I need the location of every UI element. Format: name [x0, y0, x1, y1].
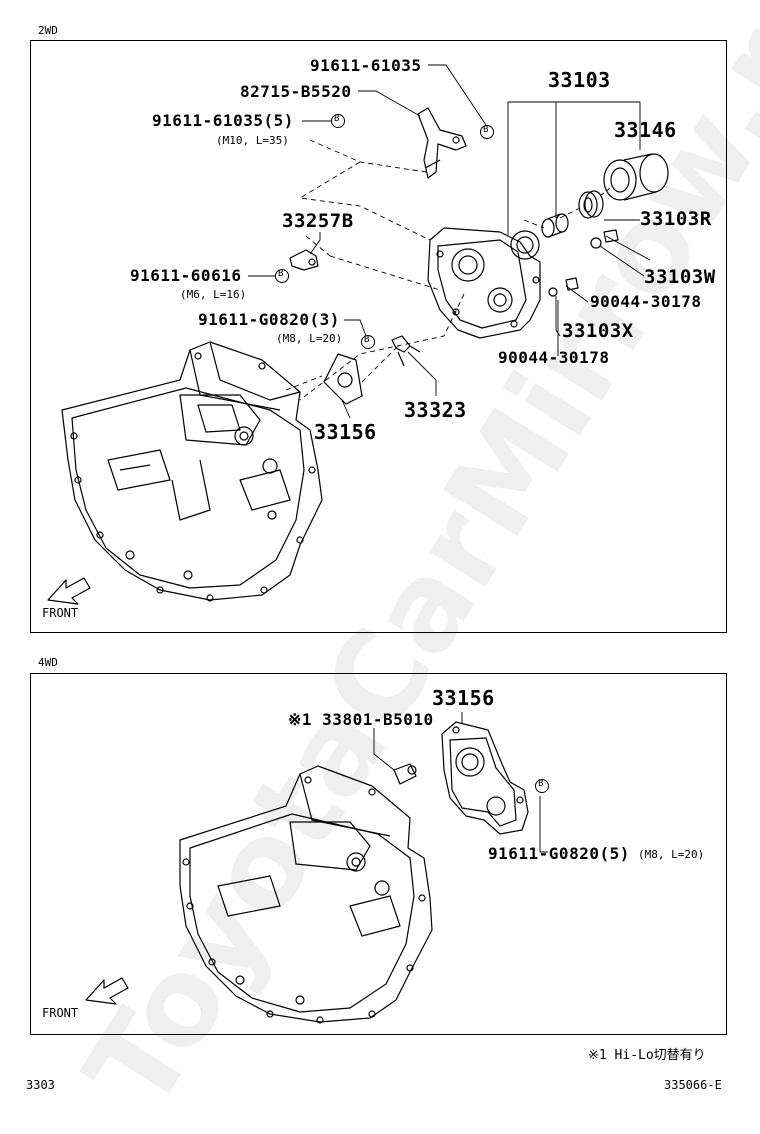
- part-90044-30178-a[interactable]: 90044-30178: [590, 292, 702, 311]
- plug-33103X: [548, 277, 579, 297]
- part-91611-61035[interactable]: 91611-61035: [310, 56, 422, 75]
- part-91611-g0820-3[interactable]: 91611-G0820(3): [198, 310, 340, 329]
- footer-illustration-code: 335066-E: [664, 1078, 722, 1092]
- switch-33323: [391, 335, 421, 367]
- spec-m8-l20-4wd: (M8, L=20): [638, 848, 705, 861]
- footnote-hi-lo: ※1 Hi-Lo切替有り: [588, 1048, 706, 1063]
- panel-4wd: [30, 673, 727, 1035]
- bracket-82715: [417, 107, 467, 179]
- switch-33801: [393, 763, 417, 785]
- section-label-2wd: 2WD: [38, 24, 58, 37]
- leader-lines: [248, 64, 651, 853]
- part-33103r[interactable]: 33103R: [640, 208, 712, 230]
- front-arrow-4wd: [85, 977, 129, 1005]
- front-arrow-2wd: [47, 577, 91, 605]
- part-33103[interactable]: 33103: [548, 68, 611, 92]
- front-label-2wd: FRONT: [42, 606, 79, 620]
- spec-m8-l20-2wd: (M8, L=20): [276, 332, 343, 345]
- spec-m6-l16: (M6, L=16): [180, 288, 247, 301]
- part-33257b[interactable]: 33257B: [282, 210, 354, 232]
- part-33156-4wd[interactable]: 33156: [432, 686, 495, 710]
- part-33146[interactable]: 33146: [614, 118, 677, 142]
- part-33156-2wd[interactable]: 33156: [314, 420, 377, 444]
- bushing-inner-33103: [541, 213, 569, 238]
- badge-b-5: B: [538, 779, 544, 789]
- part-33323[interactable]: 33323: [404, 398, 467, 422]
- badge-circles: [275, 114, 549, 793]
- spec-m10-l35: (M10, L=35): [216, 134, 289, 147]
- front-label-4wd: FRONT: [42, 1006, 79, 1020]
- part-33801-b5010[interactable]: ※1 33801-B5010: [288, 710, 434, 729]
- part-91611-60616[interactable]: 91611-60616: [130, 266, 242, 285]
- dashed-assembly-lines: [285, 139, 611, 401]
- bushing-33146: [603, 153, 669, 201]
- part-91611-61035-5[interactable]: 91611-61035(5): [152, 111, 294, 130]
- badge-b-3: B: [278, 269, 284, 279]
- part-91611-g0820-5[interactable]: 91611-G0820(5): [488, 844, 630, 863]
- transmission-case-2wd: [61, 341, 323, 602]
- panel-2wd: [30, 40, 727, 633]
- badge-b-1: B: [483, 125, 489, 135]
- section-label-4wd: 4WD: [38, 656, 58, 669]
- cover-33156-4wd: [441, 721, 529, 835]
- badge-b-2: B: [334, 114, 340, 124]
- oil-seal-33103R: [578, 190, 604, 219]
- badge-b-4: B: [364, 335, 370, 345]
- part-90044-30178-b[interactable]: 90044-30178: [498, 348, 610, 367]
- plug-33103W: [590, 229, 619, 249]
- cover-33156-2wd: [323, 353, 363, 405]
- part-33103w[interactable]: 33103W: [644, 266, 716, 288]
- part-33103x[interactable]: 33103X: [562, 320, 634, 342]
- part-82715-b5520[interactable]: 82715-B5520: [240, 82, 352, 101]
- adapter-housing-33103: [427, 227, 541, 339]
- footer-page-code: 3303: [26, 1078, 55, 1092]
- transmission-case-4wd: [179, 765, 433, 1024]
- plate-33257B: [289, 249, 319, 271]
